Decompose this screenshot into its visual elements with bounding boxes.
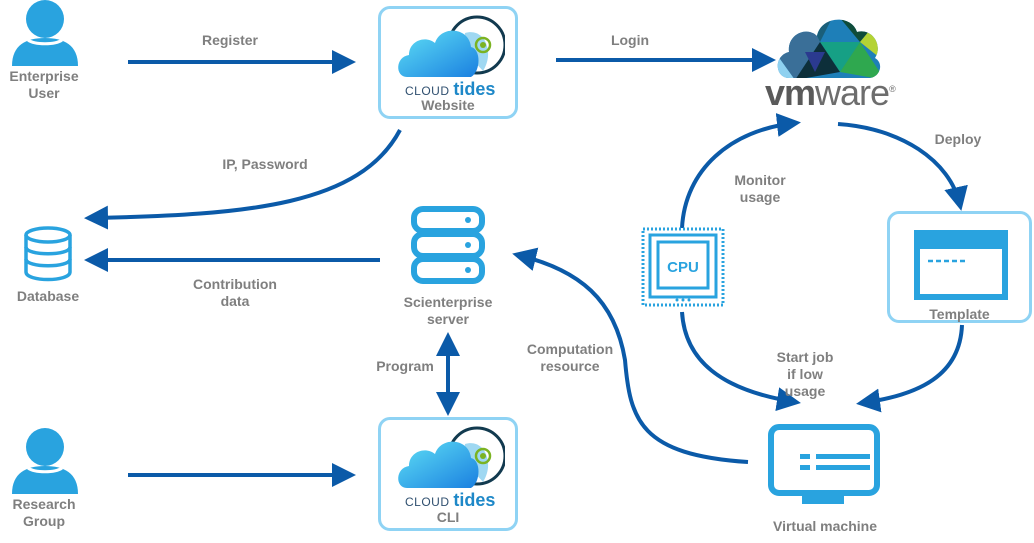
start-job-line3: usage (784, 383, 826, 399)
brand-small: CLOUD (405, 84, 450, 98)
vmware-wordmark: vmware® (765, 72, 896, 114)
enterprise-user-line1: Enterprise (9, 68, 79, 84)
computation-line2: resource (540, 358, 600, 374)
vmware-reg: ® (889, 84, 896, 94)
program-label: Program (376, 358, 434, 374)
ip-password-arrow (84, 129, 402, 230)
start-job-label: Start job if low usage (770, 349, 840, 400)
website-node[interactable]: CLOUD tides Website (378, 6, 518, 119)
window-template-icon (914, 230, 1008, 300)
computation-line1: Computation (526, 341, 614, 357)
website-brand: CLOUD tides (405, 79, 495, 100)
template-node[interactable]: Template (887, 211, 1032, 323)
virtual-machine-label: Virtual machine (772, 518, 877, 534)
research-group-line2: Group (23, 513, 65, 529)
computation-label: Computation resource (520, 341, 620, 375)
computation-arrow (512, 247, 749, 464)
contribution-line2: data (220, 293, 250, 309)
enterprise-user-line2: User (28, 85, 60, 101)
ip-password-label: IP, Password (222, 156, 308, 172)
vmware-brand-bold: vm (765, 72, 816, 113)
enterprise-user-person-icon (12, 0, 78, 66)
server-line2: server (426, 311, 470, 327)
register-label: Register (201, 32, 259, 48)
contribution-label: Contribution data (180, 276, 290, 310)
login-label: Login (610, 32, 650, 48)
start-job-line2: if low (787, 366, 823, 382)
monitor-icon (768, 424, 880, 504)
cpu-chip-icon: CPU (641, 227, 725, 307)
monitor-arrow (680, 113, 801, 229)
template-to-vm-arrow (856, 324, 964, 413)
cli-brand: CLOUD tides (405, 490, 495, 511)
cloudtides-logo-icon (398, 426, 505, 488)
monitor-line1: Monitor (734, 172, 786, 188)
cloudtides-logo-icon (398, 15, 505, 77)
research-group-label: Research Group (6, 496, 82, 530)
enterprise-user-label: Enterprise User (6, 68, 82, 102)
vmware-cloud-logo-icon (777, 19, 881, 78)
website-label: Website (421, 97, 475, 113)
server-line1: Scienterprise (403, 294, 493, 310)
deploy-arrow (837, 122, 968, 211)
brand-big: tides (453, 490, 496, 510)
cpu-to-vm-arrow (680, 311, 801, 411)
monitor-line2: usage (739, 189, 781, 205)
cpu-text: CPU (667, 259, 699, 276)
server-label: Scienterprise server (390, 294, 506, 328)
template-label: Template (929, 306, 990, 322)
brand-big: tides (453, 79, 496, 99)
brand-small: CLOUD (405, 495, 450, 509)
contribution-line1: Contribution (193, 276, 277, 292)
start-job-line1: Start job (776, 349, 834, 365)
deploy-label: Deploy (934, 131, 982, 147)
database-label: Database (16, 288, 80, 304)
database-icon (24, 226, 72, 282)
research-group-person-icon (12, 428, 78, 494)
cli-label: CLI (436, 509, 460, 525)
vmware-brand-rest: ware (815, 72, 890, 113)
research-group-line1: Research (12, 496, 76, 512)
monitor-label: Monitor usage (725, 172, 795, 206)
server-icon (411, 206, 485, 284)
cli-node[interactable]: CLOUD tides CLI (378, 417, 518, 531)
